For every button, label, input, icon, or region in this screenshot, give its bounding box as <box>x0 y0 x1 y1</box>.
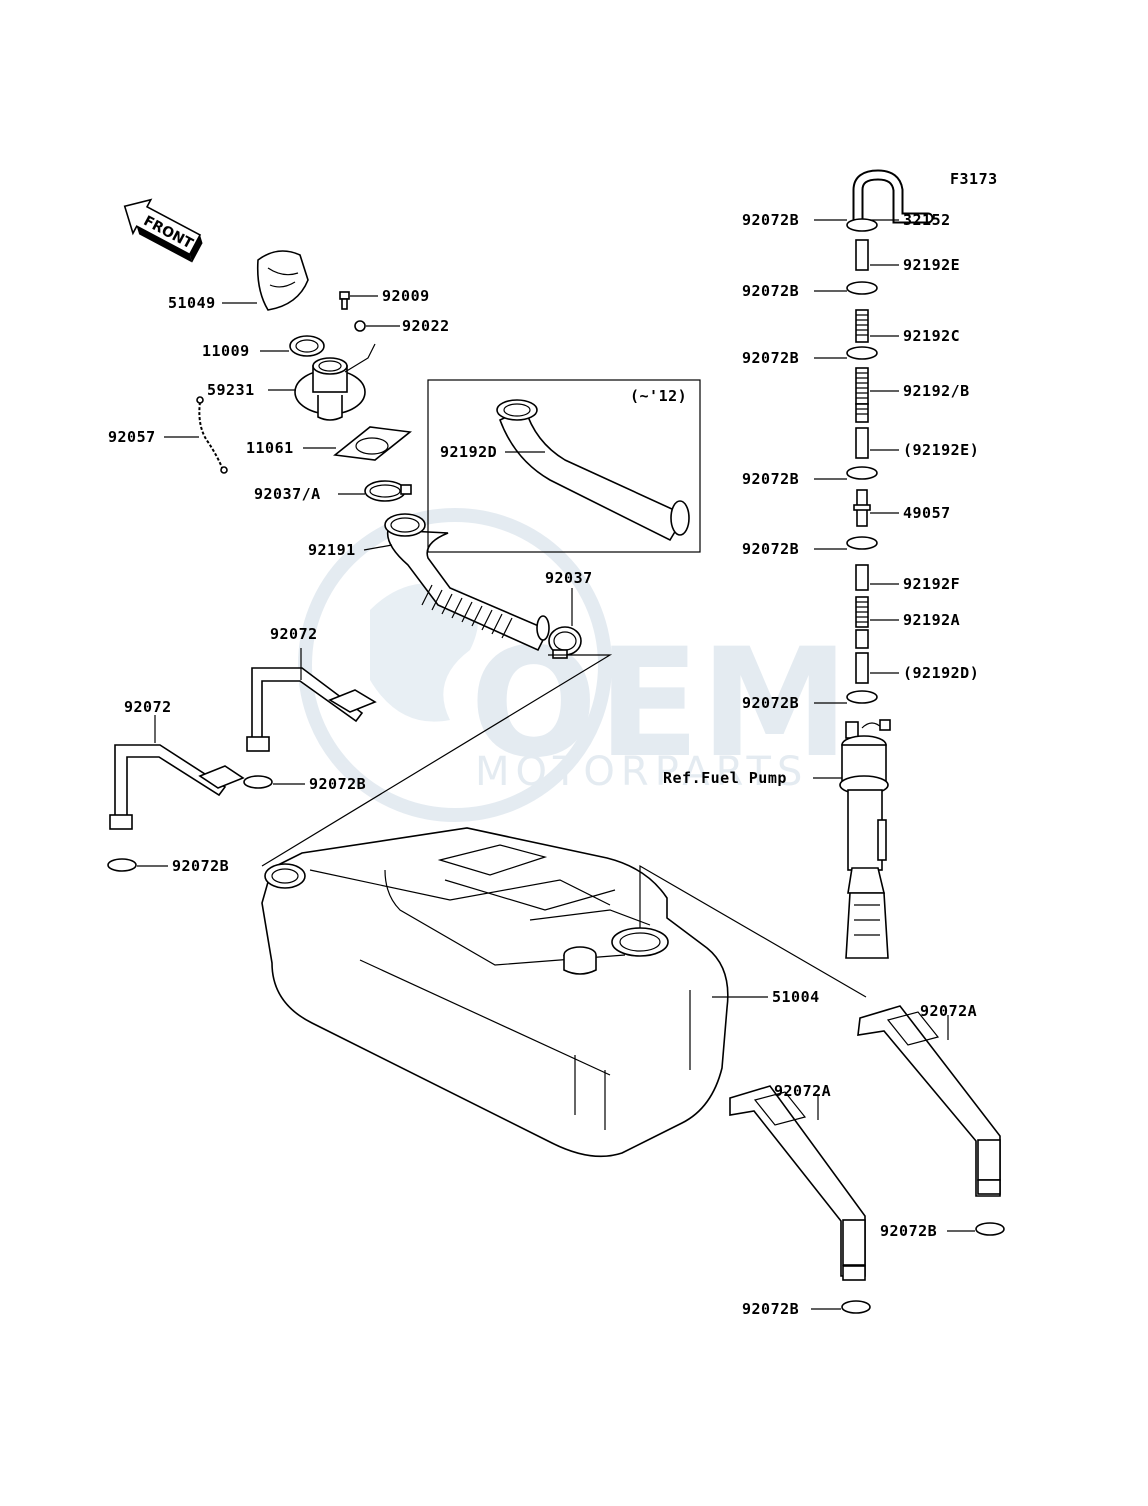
label-92072-upper: 92072 <box>270 625 318 643</box>
right-col-right-label: 92192C <box>903 327 960 345</box>
part-92191-hose <box>384 513 550 652</box>
inset-note: (~'12) <box>630 387 687 405</box>
front-arrow-icon: FRONT <box>123 198 203 263</box>
right-col-right-label: 49057 <box>903 504 951 522</box>
right-col-right-label: (92192E) <box>903 441 979 459</box>
part-59231-filler <box>294 357 366 421</box>
right-col-left-label: 92072B <box>742 540 799 558</box>
right-col-right-label: (92192D) <box>903 664 979 682</box>
right-col-left-label: 92072B <box>742 349 799 367</box>
right-col-right-label: 32152 <box>903 211 951 229</box>
watermark: OEM MOTORPARTS <box>298 508 849 822</box>
right-col-left-label: 92072B <box>742 694 799 712</box>
ref-fuel-pump <box>839 719 891 959</box>
label-92191: 92191 <box>308 541 356 559</box>
part-92009-bolt <box>339 291 350 310</box>
part-92072-strap-upper <box>246 667 377 752</box>
label-92072b-right-1: 92072B <box>880 1222 937 1240</box>
label-92072-lower: 92072 <box>124 698 172 716</box>
right-col-right-label: 92192F <box>903 575 960 593</box>
part-11009-ring <box>289 335 325 357</box>
label-92192d-inset: 92192D <box>440 443 497 461</box>
part-11061-gasket <box>333 426 412 461</box>
label-92072a-center: 92072A <box>774 1082 831 1100</box>
part-92022-nut <box>354 320 366 332</box>
hose-stack <box>846 169 934 704</box>
label-92072a-right: 92072A <box>920 1002 977 1020</box>
right-col-right-label: 92192E <box>903 256 960 274</box>
label-92072b-left-1: 92072B <box>309 775 366 793</box>
clip-92072b-left-2 <box>107 858 137 872</box>
clip-92072b-right-2 <box>841 1300 871 1314</box>
label-92037a: 92037/A <box>254 485 321 503</box>
watermark-subtext: MOTORPARTS <box>475 749 808 795</box>
label-92009: 92009 <box>382 287 430 305</box>
figure-code: F3173 <box>950 170 998 188</box>
label-92057: 92057 <box>108 428 156 446</box>
label-11061: 11061 <box>246 439 294 457</box>
label-51004: 51004 <box>772 988 820 1006</box>
right-col-left-label: 92072B <box>742 211 799 229</box>
right-col-left-label: 92072B <box>742 282 799 300</box>
label-92037: 92037 <box>545 569 593 587</box>
label-92072b-left-2: 92072B <box>172 857 229 875</box>
part-92072-strap-lower <box>109 744 245 830</box>
part-51049-cap <box>256 250 309 311</box>
watermark-globe-land <box>370 583 478 722</box>
part-92072a-strap-center <box>729 1085 866 1281</box>
right-column-leaders <box>813 219 899 779</box>
label-59231: 59231 <box>207 381 255 399</box>
clip-92072b-right-1 <box>975 1222 1005 1236</box>
right-col-left-label: Ref.Fuel Pump <box>663 769 787 787</box>
label-11009: 11009 <box>202 342 250 360</box>
part-51004-tank <box>261 827 729 1158</box>
right-col-right-label: 92192A <box>903 611 960 629</box>
part-92037a-clamp <box>364 480 412 502</box>
inset-box: (~'12) <box>427 379 701 553</box>
watermark-globe-ring <box>298 508 612 822</box>
part-92057-tether <box>196 396 228 474</box>
clip-92072b-left-1 <box>243 775 273 789</box>
label-92072b-right-2: 92072B <box>742 1300 799 1318</box>
label-51049: 51049 <box>168 294 216 312</box>
part-92072a-strap-right <box>857 1005 1001 1197</box>
right-column-labels: 92072B 32152 92192E 92072B 92192C 92072B 92192… <box>663 211 979 787</box>
label-92022: 92022 <box>402 317 450 335</box>
right-col-left-label: 92072B <box>742 470 799 488</box>
right-col-right-label: 92192/B <box>903 382 970 400</box>
